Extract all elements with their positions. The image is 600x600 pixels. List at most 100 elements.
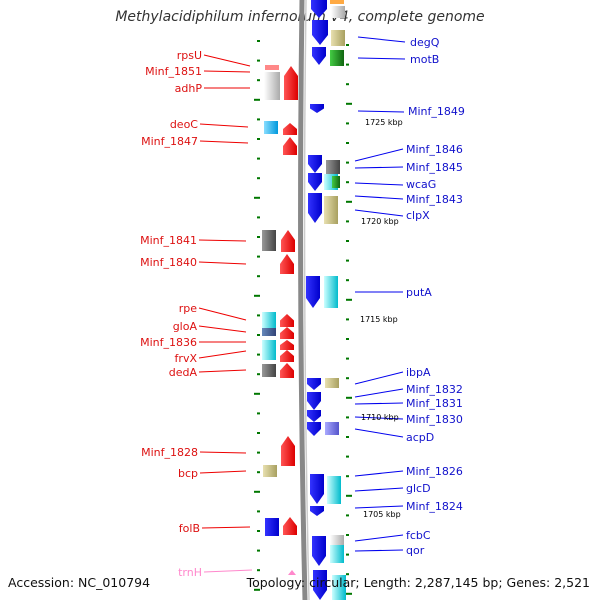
- gene-label-right[interactable]: Minf_1832: [406, 383, 463, 396]
- leader-line-right: [354, 209, 404, 217]
- leader-line-left: [198, 369, 247, 373]
- leader-line-right: [354, 505, 404, 509]
- gene-label-right[interactable]: Minf_1831: [406, 397, 463, 410]
- tick-mark: [346, 142, 349, 144]
- gene-label-left[interactable]: bcp: [178, 467, 198, 480]
- leader-line-right: [354, 470, 404, 477]
- tick-mark: [257, 79, 260, 82]
- tick-mark: [346, 396, 352, 399]
- gene-arrow-reverse: [310, 104, 324, 113]
- leader-line-right: [354, 148, 404, 162]
- gene-arrow-forward: [283, 517, 297, 535]
- gene-label-left[interactable]: Minf_1841: [140, 234, 197, 247]
- tick-mark: [254, 588, 260, 591]
- gene-arrow-forward: [283, 123, 297, 135]
- gene-label-right[interactable]: Minf_1849: [408, 105, 465, 118]
- gene-box: [324, 196, 338, 224]
- gene-label-left[interactable]: folB: [179, 522, 200, 535]
- trna-marker: [288, 570, 296, 575]
- tick-mark: [257, 157, 260, 160]
- gene-arrow-reverse: [310, 506, 324, 516]
- tick-mark: [257, 236, 260, 238]
- gene-label-left[interactable]: rpe: [179, 302, 198, 315]
- leader-line-left: [199, 123, 249, 128]
- gene-label-right[interactable]: Minf_1824: [406, 500, 463, 513]
- tick-mark: [257, 314, 260, 317]
- gene-arrow-reverse: [308, 193, 322, 223]
- gene-arrow-forward: [281, 436, 295, 466]
- gene-arrow-forward: [280, 327, 294, 339]
- tick-mark: [257, 530, 260, 532]
- tick-mark: [346, 534, 349, 536]
- gene-arrow-forward: [280, 340, 294, 350]
- tick-mark: [346, 553, 349, 556]
- gene-arrow-reverse: [308, 155, 322, 173]
- tick-mark: [346, 83, 349, 86]
- gene-box: [262, 364, 276, 377]
- leader-line-left: [198, 350, 247, 359]
- tick-mark: [346, 161, 349, 164]
- gene-label-left[interactable]: deoC: [170, 118, 198, 131]
- gene-label-right[interactable]: motB: [410, 53, 439, 66]
- leader-line-left: [199, 451, 247, 454]
- leader-line-right: [354, 402, 404, 405]
- gene-arrow-reverse: [311, 0, 327, 18]
- gene-label-left[interactable]: Minf_1847: [141, 135, 198, 148]
- gene-label-left-trna[interactable]: trnH: [178, 566, 202, 579]
- tick-mark: [257, 59, 260, 62]
- kbp-mark: 1720 kbp: [361, 217, 399, 226]
- gene-box: [325, 378, 339, 388]
- gene-label-left[interactable]: Minf_1840: [140, 256, 197, 269]
- gene-label-left[interactable]: rpsU: [177, 49, 202, 62]
- gene-arrow-forward: [280, 350, 294, 362]
- gene-box: [331, 6, 345, 18]
- gene-box: [325, 422, 339, 435]
- tick-mark: [346, 181, 349, 184]
- gene-label-left[interactable]: Minf_1851: [145, 65, 202, 78]
- gene-label-left[interactable]: Minf_1828: [141, 446, 198, 459]
- gene-arrow-reverse: [312, 20, 328, 45]
- gene-box: [265, 65, 279, 70]
- leader-line-right: [354, 534, 404, 542]
- gene-label-left[interactable]: frvX: [175, 352, 198, 365]
- genome-summary-text: Topology: circular; Length: 2,287,145 bp…: [246, 575, 590, 590]
- gene-label-right[interactable]: degQ: [410, 36, 440, 49]
- gene-box: [326, 160, 340, 174]
- gene-label-right[interactable]: fcbC: [406, 529, 431, 542]
- gene-label-right[interactable]: Minf_1830: [406, 413, 463, 426]
- gene-label-right[interactable]: Minf_1846: [406, 143, 463, 156]
- leader-line-left: [198, 307, 247, 321]
- gene-label-left[interactable]: Minf_1836: [140, 336, 197, 349]
- leader-line-left: [199, 140, 249, 144]
- gene-label-right[interactable]: wcaG: [406, 178, 436, 191]
- tick-mark: [346, 259, 349, 262]
- gene-label-right[interactable]: Minf_1845: [406, 161, 463, 174]
- tick-mark: [257, 353, 260, 356]
- gene-label-right[interactable]: Minf_1826: [406, 465, 463, 478]
- gene-label-right[interactable]: qor: [406, 544, 425, 557]
- gene-arrow-forward: [280, 254, 294, 274]
- gene-label-right[interactable]: putA: [406, 286, 432, 299]
- gene-arrow-reverse: [312, 47, 326, 65]
- gene-label-left[interactable]: adhP: [175, 82, 203, 95]
- kbp-mark: 1705 kbp: [363, 510, 401, 519]
- gene-label-left[interactable]: gloA: [173, 320, 198, 333]
- leader-line-right: [357, 36, 406, 43]
- gene-arrow-forward: [281, 230, 295, 252]
- tick-mark: [346, 318, 349, 321]
- gene-label-right[interactable]: clpX: [406, 209, 430, 222]
- gene-label-right[interactable]: acpD: [406, 431, 434, 444]
- gene-box: [264, 121, 278, 134]
- gene-box: [330, 50, 344, 66]
- leader-line-left: [201, 526, 251, 529]
- leader-line-right: [354, 371, 404, 385]
- tick-mark: [346, 514, 349, 517]
- gene-label-left[interactable]: dedA: [169, 366, 198, 379]
- tick-mark: [257, 177, 260, 180]
- gene-label-right[interactable]: ibpA: [406, 366, 431, 379]
- gene-label-right[interactable]: glcD: [406, 482, 431, 495]
- tick-mark: [346, 377, 349, 380]
- gene-label-right[interactable]: Minf_1843: [406, 193, 463, 206]
